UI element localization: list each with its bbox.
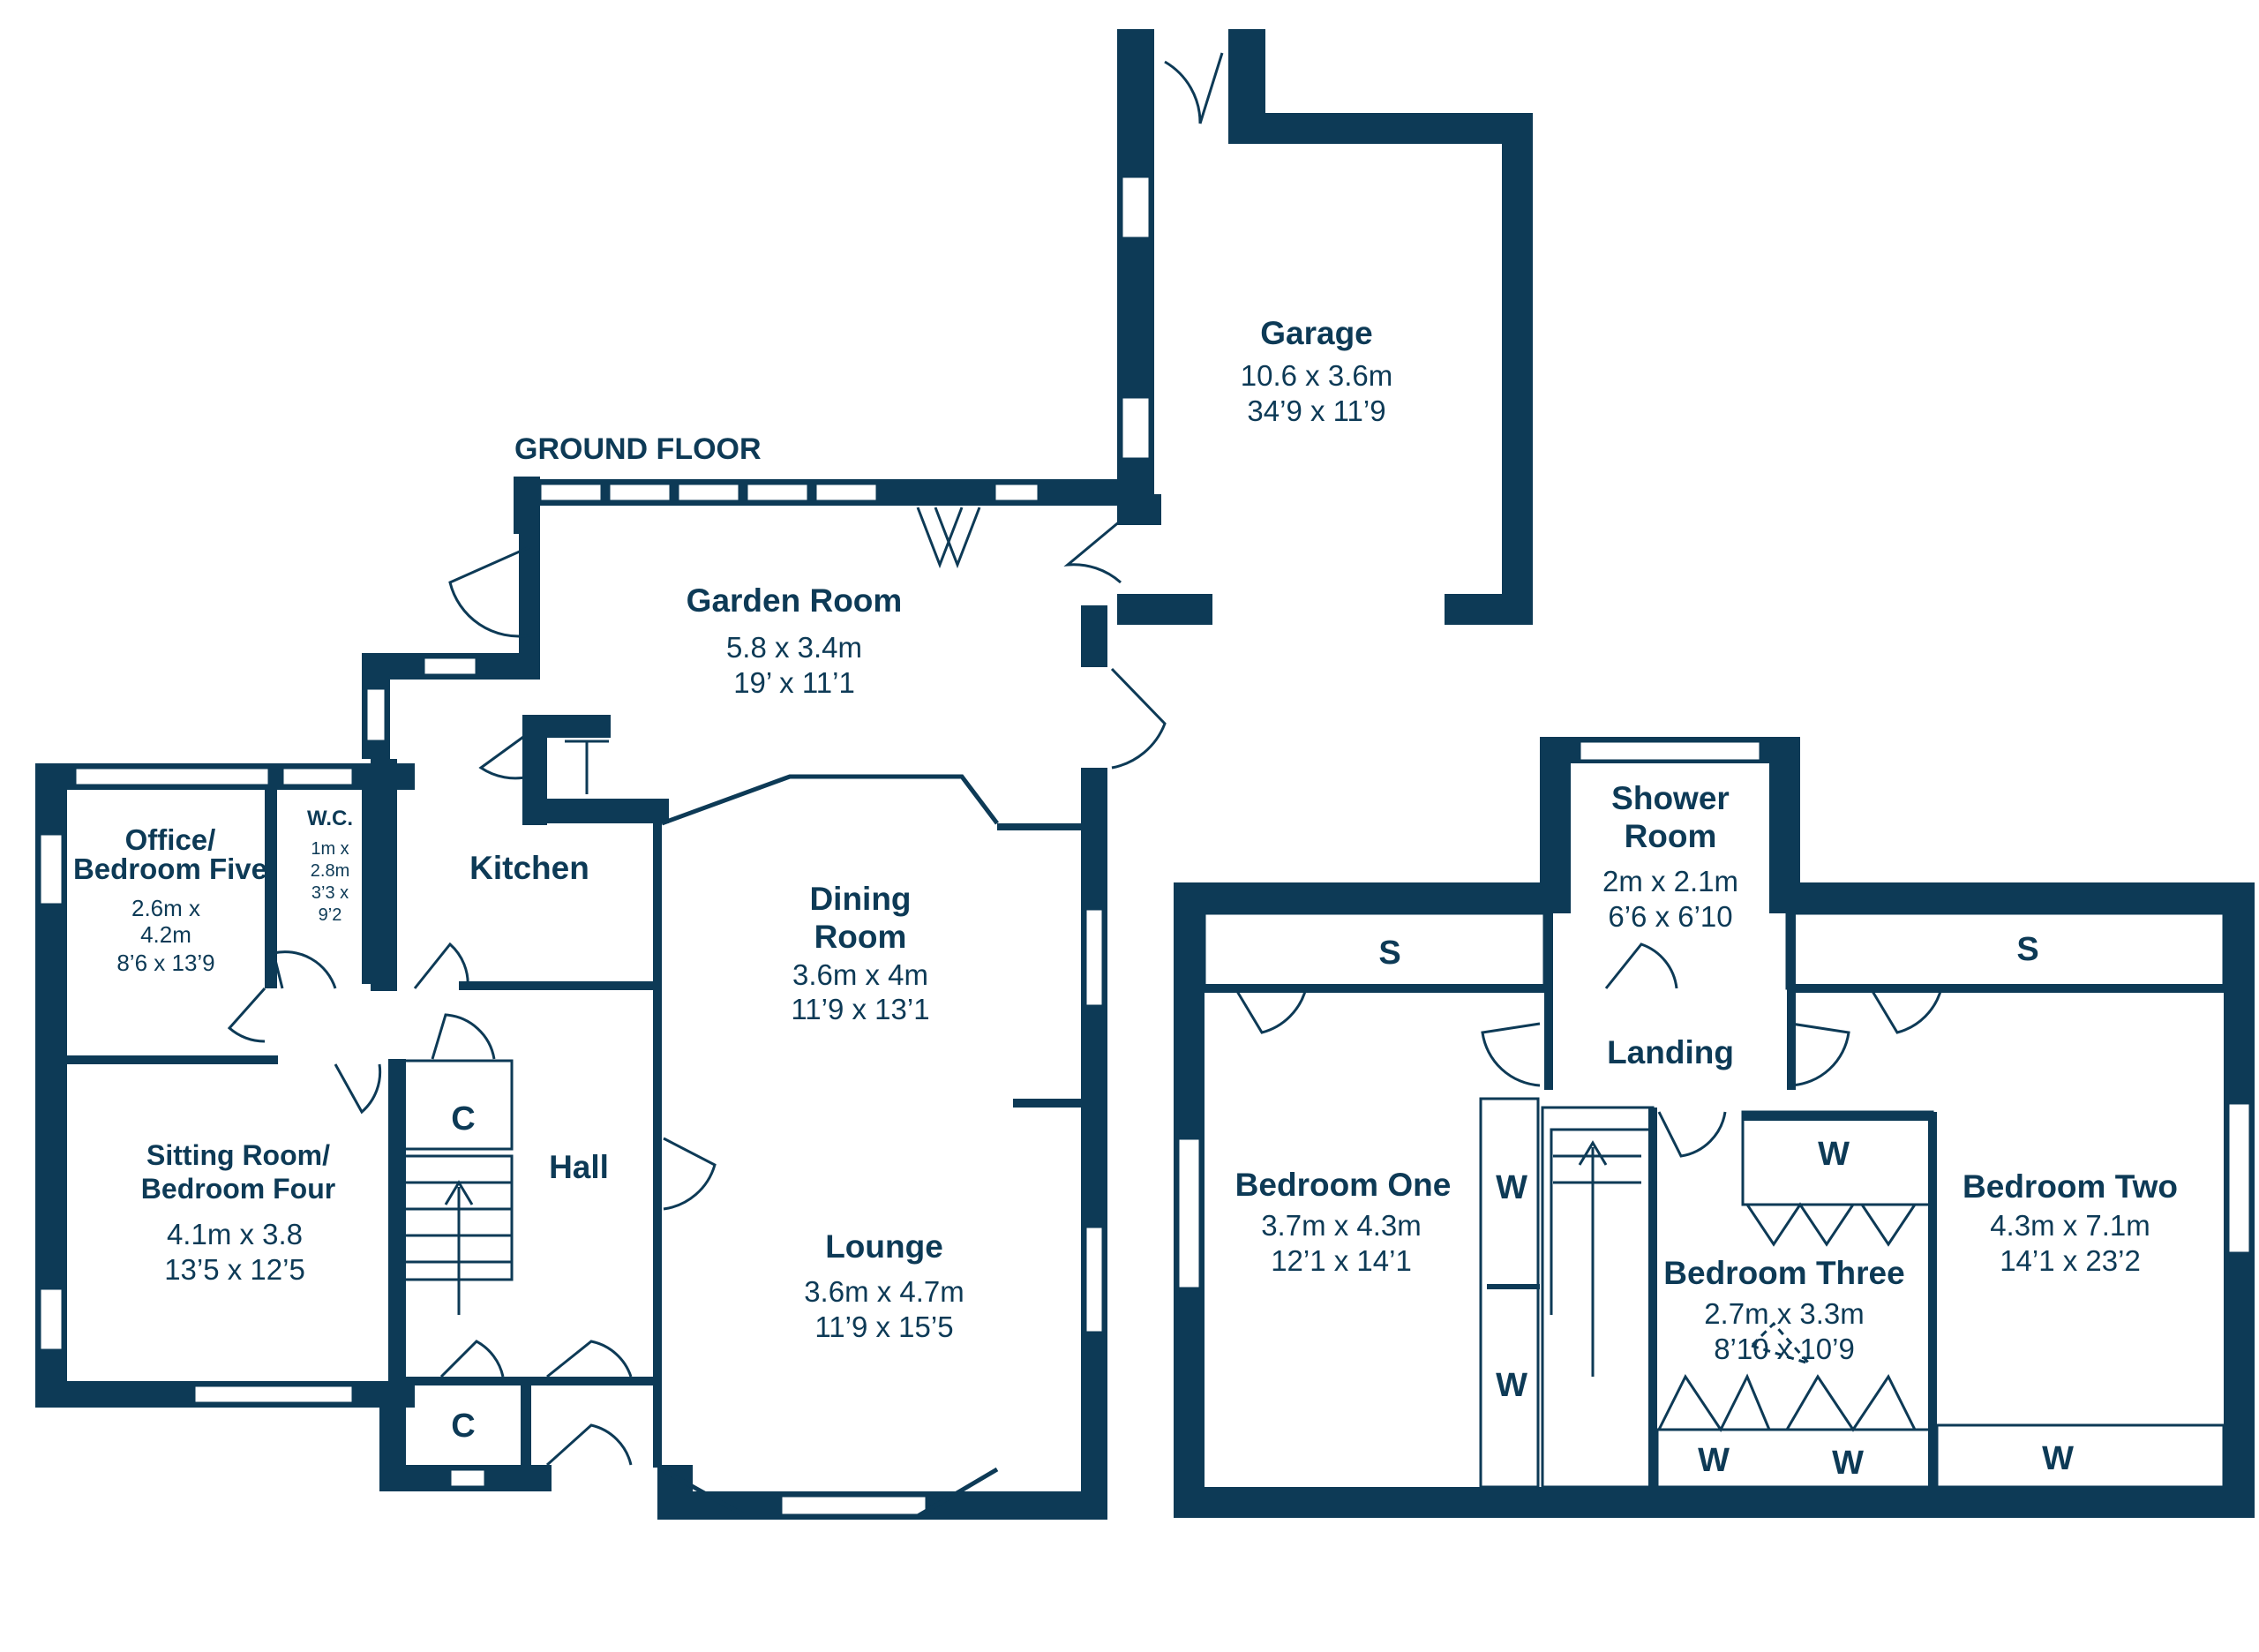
office-name-1: Office/: [125, 823, 216, 856]
wc-line-4: 9’2: [319, 905, 342, 925]
wardrobe-label-5: W: [1832, 1445, 1864, 1482]
bedroom-two-name: Bedroom Two: [1963, 1168, 2178, 1205]
cupboard-lower-label: C: [451, 1408, 475, 1445]
shower-room-imperial: 6’6 x 6’10: [1608, 900, 1732, 933]
bedroom-one-imperial: 12’1 x 14’1: [1271, 1244, 1412, 1277]
ground-floor-doors: [227, 52, 1224, 1519]
garage-name: Garage: [1260, 315, 1373, 351]
ground-floor-windows: [38, 175, 1152, 1517]
sitting-room-metric: 4.1m x 3.8: [167, 1218, 303, 1250]
ground-floor-heading: GROUND FLOOR: [514, 432, 762, 466]
bedroom-three-metric: 2.7m x 3.3m: [1704, 1297, 1865, 1330]
wardrobe-label-3: W: [1818, 1136, 1850, 1173]
dining-room-imperial: 11’9 x 13’1: [791, 993, 929, 1025]
lounge-imperial: 11’9 x 15’5: [814, 1310, 953, 1343]
landing-name: Landing: [1607, 1034, 1734, 1070]
office-name-2: Bedroom Five: [73, 852, 267, 885]
dining-room-name-2: Room: [814, 919, 907, 955]
shower-room-name-2: Room: [1625, 818, 1717, 854]
lounge-name: Lounge: [825, 1228, 943, 1265]
bedroom-three-name: Bedroom Three: [1663, 1255, 1904, 1291]
bedroom-one-name: Bedroom One: [1235, 1167, 1452, 1203]
garage-imperial: 34’9 x 11’9: [1247, 394, 1385, 427]
storage-left-label: S: [1378, 935, 1400, 972]
office-metric-2: 4.2m: [140, 921, 191, 948]
hall-name: Hall: [549, 1149, 609, 1185]
wc-line-1: 1m x: [311, 839, 349, 859]
wardrobe-label-6: W: [2042, 1440, 2074, 1477]
wardrobe-label-2: W: [1496, 1367, 1527, 1404]
garden-room-name: Garden Room: [687, 582, 903, 619]
sitting-room-imperial: 13’5 x 12’5: [164, 1253, 305, 1286]
bedroom-one-metric: 3.7m x 4.3m: [1261, 1209, 1422, 1242]
office-metric-1: 2.6m x: [131, 895, 200, 921]
sitting-room-name-1: Sitting Room/: [146, 1139, 330, 1171]
garden-room-imperial: 19’ x 11’1: [733, 666, 855, 699]
wc-name: W.C.: [307, 807, 353, 830]
office-imperial: 8’6 x 13’9: [116, 950, 214, 976]
kitchen-name: Kitchen: [469, 850, 589, 886]
garage-metric: 10.6 x 3.6m: [1241, 359, 1392, 392]
cupboard-upper-label: C: [451, 1100, 475, 1138]
wc-line-2: 2.8m: [311, 861, 349, 881]
lounge-metric: 3.6m x 4.7m: [804, 1275, 964, 1308]
bedroom-three-imperial: 8’10 x 10’9: [1714, 1333, 1855, 1365]
wardrobe-label-4: W: [1698, 1442, 1730, 1479]
storage-right-label: S: [2016, 931, 2038, 968]
sitting-room-name-2: Bedroom Four: [141, 1173, 335, 1205]
wardrobe-label-1: W: [1496, 1169, 1527, 1206]
first-floor-windows: [1176, 740, 2252, 1432]
dining-room-name-1: Dining: [809, 881, 911, 917]
shower-room-metric: 2m x 2.1m: [1602, 865, 1738, 897]
dining-room-metric: 3.6m x 4m: [792, 958, 928, 991]
garden-room-metric: 5.8 x 3.4m: [726, 631, 862, 664]
bedroom-two-metric: 4.3m x 7.1m: [1990, 1209, 2150, 1242]
bedroom-two-imperial: 14’1 x 23’2: [2000, 1244, 2141, 1277]
labels: GROUND FLOOR Garage 10.6 x 3.6m 34’9 x 1…: [73, 315, 2178, 1482]
wc-line-3: 3’3 x: [311, 883, 349, 903]
shower-room-name-1: Shower: [1611, 780, 1730, 816]
